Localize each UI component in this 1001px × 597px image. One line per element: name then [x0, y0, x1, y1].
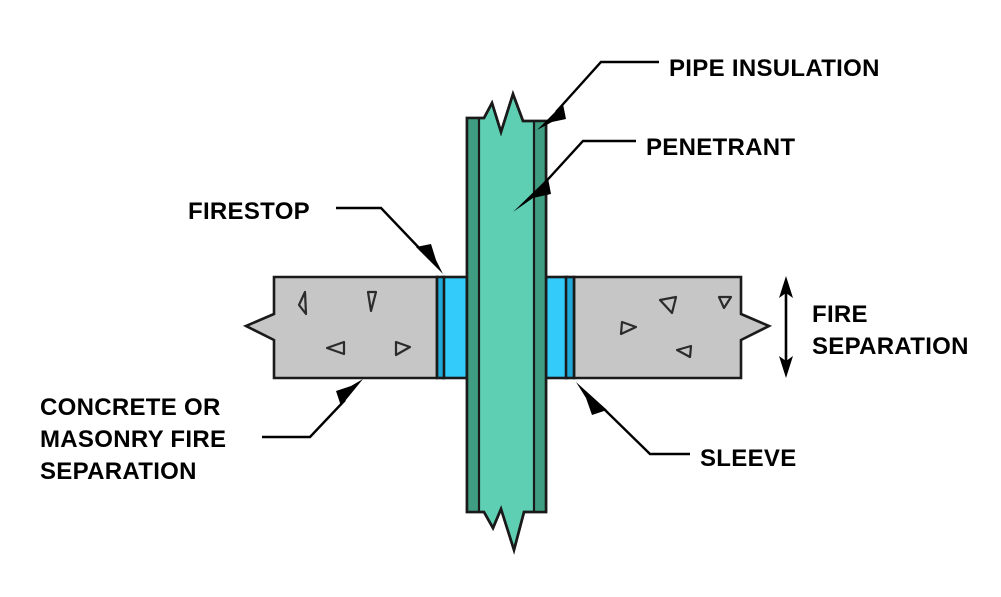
- leader-penetrant: [513, 139, 636, 212]
- label-pipe-insulation: PIPE INSULATION: [669, 55, 880, 82]
- firestop-left: [441, 275, 469, 380]
- label-concrete-line2: MASONRY FIRE: [40, 426, 226, 453]
- concrete-aggregate-marks-right: [619, 295, 733, 359]
- pipe-insulation-left: [467, 118, 481, 512]
- label-fire-separation-line2: SEPARATION: [812, 333, 969, 360]
- label-concrete-line1: CONCRETE OR: [40, 394, 221, 421]
- penetrant-pipe-outline: [465, 89, 548, 555]
- leader-concrete-fire-separation: [262, 379, 363, 439]
- fire-separation-slab-right: [572, 275, 773, 380]
- label-concrete-line3: SEPARATION: [40, 458, 197, 485]
- sleeve-left: [435, 275, 446, 380]
- sleeve-right: [564, 275, 576, 380]
- fire-separation-slab-left: [242, 275, 439, 380]
- leader-pipe-insulation: [537, 60, 659, 130]
- label-fire-separation-line1: FIRE: [812, 301, 868, 328]
- fire-separation-dimension-arrow: [779, 276, 793, 378]
- firestop-right: [544, 275, 569, 380]
- label-firestop: FIRESTOP: [188, 198, 310, 225]
- leader-sleeve: [576, 382, 690, 456]
- label-penetrant: PENETRANT: [646, 134, 795, 161]
- concrete-aggregate-marks-left: [297, 290, 412, 357]
- label-sleeve: SLEEVE: [700, 445, 797, 472]
- pipe-insulation-right: [532, 121, 546, 512]
- leader-firestop: [336, 206, 443, 274]
